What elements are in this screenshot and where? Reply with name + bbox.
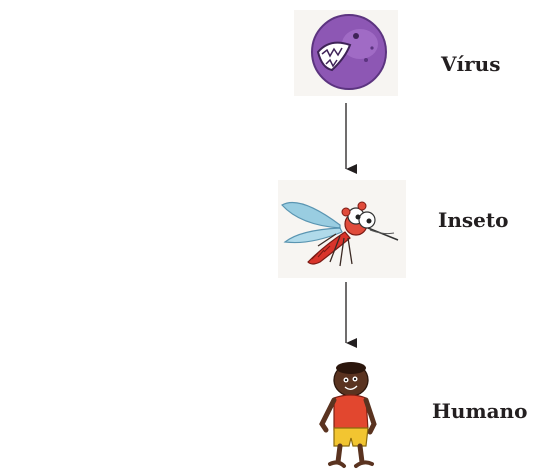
boy-icon [322, 362, 374, 466]
label-humano: Humano [432, 399, 527, 423]
label-inseto: Inseto [438, 208, 508, 232]
label-virus: Vírus [441, 52, 500, 76]
mosquito-icon [278, 180, 406, 278]
virus-icon [294, 10, 398, 96]
